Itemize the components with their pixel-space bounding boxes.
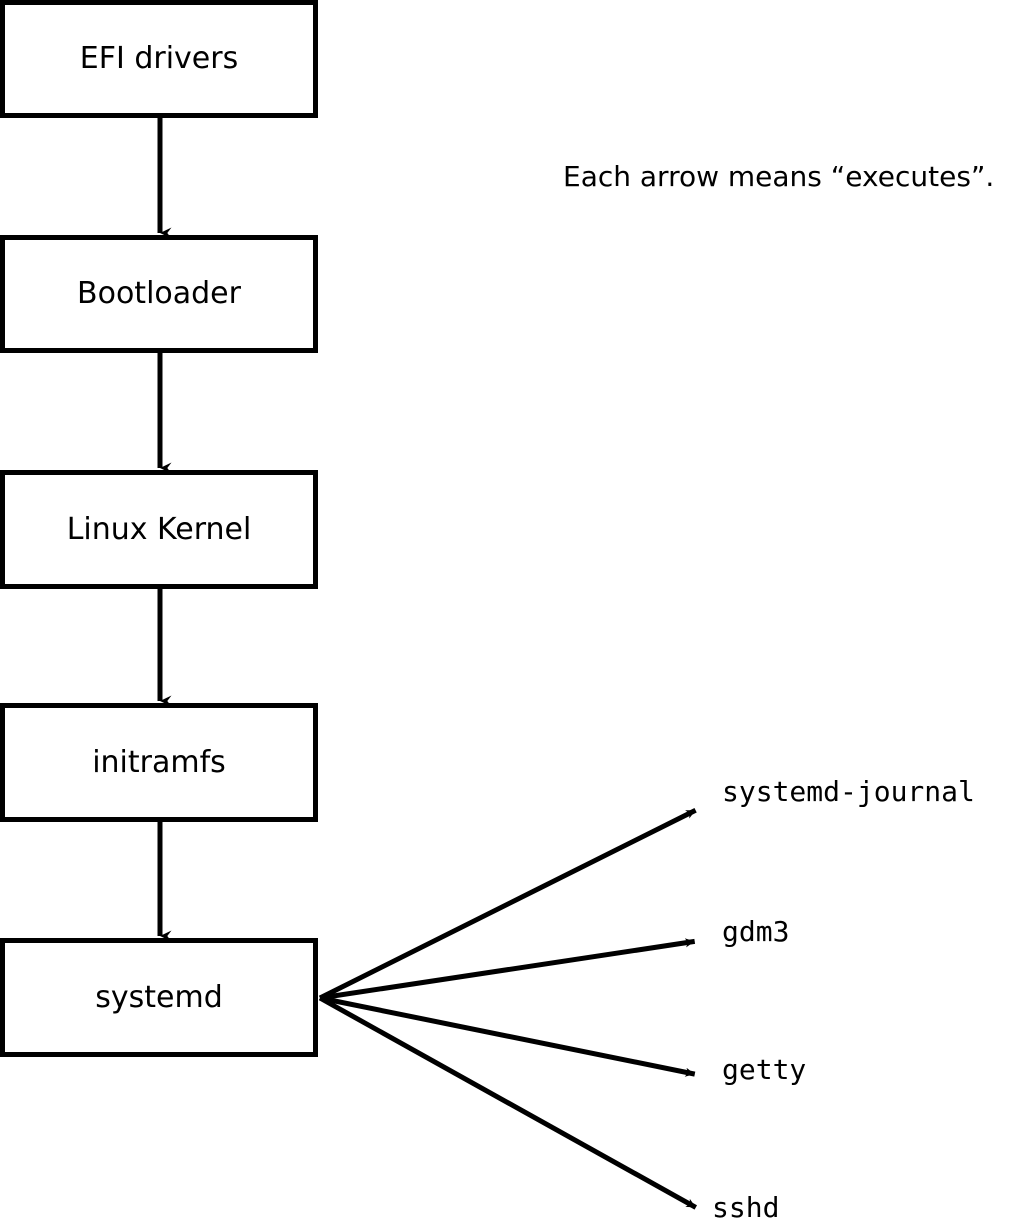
executes-arrow — [319, 938, 696, 1001]
process-label: gdm3 — [722, 915, 790, 948]
executes-arrow — [318, 807, 697, 1001]
boot-stage-label: EFI drivers — [79, 41, 239, 76]
legend-caption: Each arrow means “executes”. — [563, 160, 995, 193]
process-label: getty — [722, 1053, 807, 1086]
executes-arrow — [319, 995, 696, 1077]
boot-stage-label: Bootloader — [77, 276, 241, 311]
systemd-fanout-arrows — [318, 807, 698, 1210]
boot-stage-box: initramfs — [0, 703, 318, 822]
executes-arrow — [318, 995, 698, 1210]
boot-stage-box: EFI drivers — [0, 0, 318, 118]
boot-stage-label: Linux Kernel — [66, 511, 252, 547]
boot-stage-label: initramfs — [92, 744, 226, 780]
process-label: sshd — [712, 1191, 780, 1224]
boot-stage-label: systemd — [95, 979, 223, 1015]
process-label: systemd-journal — [722, 775, 975, 808]
boot-stage-box: systemd — [0, 938, 318, 1057]
boot-stage-box: Linux Kernel — [0, 470, 318, 589]
boot-stage-box: Bootloader — [0, 235, 318, 353]
